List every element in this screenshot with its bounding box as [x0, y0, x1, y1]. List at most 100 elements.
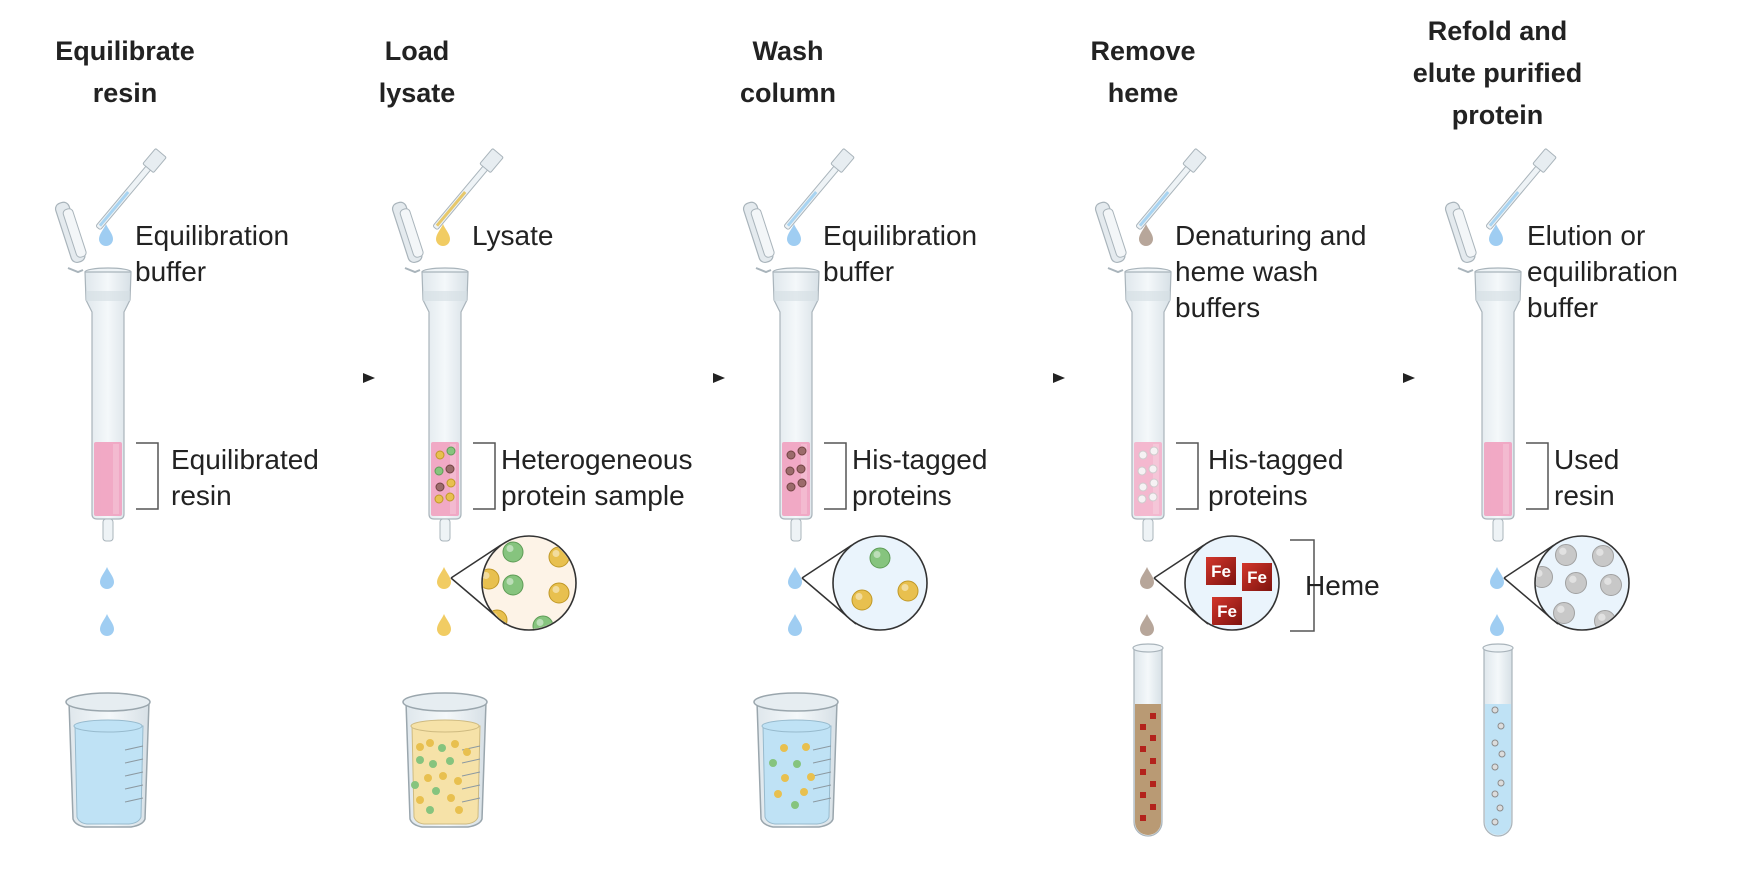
highlight — [1557, 605, 1565, 613]
beaker-tick — [461, 784, 481, 790]
resin-protein-dot — [1138, 482, 1148, 492]
protein-ball — [869, 547, 891, 569]
column-band — [423, 291, 467, 301]
beaker-protein-dot — [426, 806, 434, 814]
resin-protein-dot — [446, 446, 456, 456]
highlight — [1569, 575, 1577, 583]
pipette-icon — [784, 148, 855, 230]
beaker-tick — [812, 784, 832, 790]
heme-particle — [1150, 804, 1156, 810]
beaker-protein-dot — [769, 759, 777, 767]
beaker-protein-dot — [780, 744, 788, 752]
resin-protein-dot — [434, 466, 444, 476]
protein-ball — [502, 574, 524, 596]
column-label: His-tagged proteins — [1208, 444, 1344, 511]
flow-arrow — [1205, 373, 1415, 383]
protein-ball — [1565, 572, 1587, 594]
heme-fe-icon: Fe — [1206, 557, 1236, 585]
column-icon — [1474, 267, 1522, 542]
resin-bed — [94, 442, 122, 516]
step-refold-elute: Refold and elute purified protein Elutio… — [1390, 0, 1739, 869]
resin-protein-dot — [797, 446, 807, 456]
beaker-tick — [124, 797, 144, 803]
resin-protein-dot — [1148, 492, 1158, 502]
pipette-collar — [830, 148, 855, 173]
column-icon — [84, 267, 132, 542]
magnifier-line — [801, 544, 853, 579]
beaker-protein-dot — [463, 748, 471, 756]
resin-bed — [1484, 442, 1512, 516]
step-load-lysate: Load lysate Lysate Heterogeneous protein… — [337, 0, 717, 869]
tube-liquid — [1485, 704, 1511, 835]
highlight — [1596, 548, 1604, 556]
protein-particle — [1491, 763, 1499, 771]
lid-hinge — [755, 267, 772, 274]
column-bracket — [1526, 442, 1549, 510]
outflow-drop-icon — [437, 614, 451, 636]
arrow-head-icon — [363, 373, 375, 383]
heme-fe-icon: Fe — [1242, 563, 1272, 591]
column-icon — [421, 267, 469, 542]
illustration-group — [391, 148, 577, 828]
beaker-protein-dot — [426, 739, 434, 747]
highlight — [483, 572, 490, 579]
column-lid-icon — [742, 201, 775, 264]
beaker-icon — [65, 692, 151, 828]
protein-particle — [1498, 750, 1506, 758]
protein-particle — [1496, 804, 1504, 812]
beaker-tick — [124, 784, 144, 790]
beaker-liquid — [762, 725, 832, 825]
column-label: Equilibrated resin — [171, 444, 319, 511]
step-title: Equilibrate resin — [55, 36, 195, 108]
lid-inner — [399, 208, 424, 258]
beaker-protein-dot — [454, 777, 462, 785]
pipette-icon — [96, 148, 167, 230]
resin-protein-dot — [1149, 446, 1159, 456]
step-illustration — [742, 148, 928, 828]
beaker-protein-dot — [446, 757, 454, 765]
beaker-protein-dot — [774, 790, 782, 798]
drop-icon — [1489, 224, 1503, 246]
highlight — [901, 584, 909, 591]
beaker-icon — [402, 692, 488, 828]
beaker-tick — [812, 797, 832, 803]
column-band — [86, 291, 130, 301]
heme-particle — [1140, 746, 1146, 752]
column-bracket — [136, 442, 159, 510]
arrow-head-icon — [1053, 373, 1065, 383]
illustration-group — [54, 148, 167, 828]
column-icon — [772, 267, 820, 542]
column-band — [1476, 291, 1520, 301]
pipette-icon — [1486, 148, 1557, 230]
column-band — [774, 291, 818, 301]
beaker-tick — [461, 797, 481, 803]
illustration-group — [1444, 148, 1630, 837]
beaker-protein-dot — [432, 787, 440, 795]
column-label: Used resin — [1554, 444, 1620, 511]
protein-ball — [486, 609, 508, 629]
outflow-drop-icon — [1490, 567, 1504, 589]
beaker-protein-dot — [791, 801, 799, 809]
outflow-drop-icon — [1140, 614, 1154, 636]
protein-ball — [851, 589, 873, 611]
resin-protein-dot — [435, 450, 445, 460]
heme-particle — [1140, 792, 1146, 798]
beaker-protein-dot — [451, 740, 459, 748]
highlight — [536, 619, 544, 626]
tube-liquid — [1135, 704, 1161, 835]
heme-label: Heme — [1305, 570, 1380, 601]
flow-arrow — [855, 373, 1065, 383]
resin-protein-dot — [1137, 466, 1147, 476]
drop-icon — [787, 224, 801, 246]
highlight — [1559, 547, 1567, 555]
column-outlet — [439, 518, 451, 542]
flow-arrow — [505, 373, 725, 383]
column-lid-icon — [54, 201, 87, 264]
resin-protein-dot — [1137, 494, 1147, 504]
fe-symbol: Fe — [1217, 602, 1237, 621]
protein-particle — [1497, 722, 1505, 730]
resin-protein-dot — [1149, 478, 1159, 488]
pipette-liquid — [786, 191, 818, 227]
